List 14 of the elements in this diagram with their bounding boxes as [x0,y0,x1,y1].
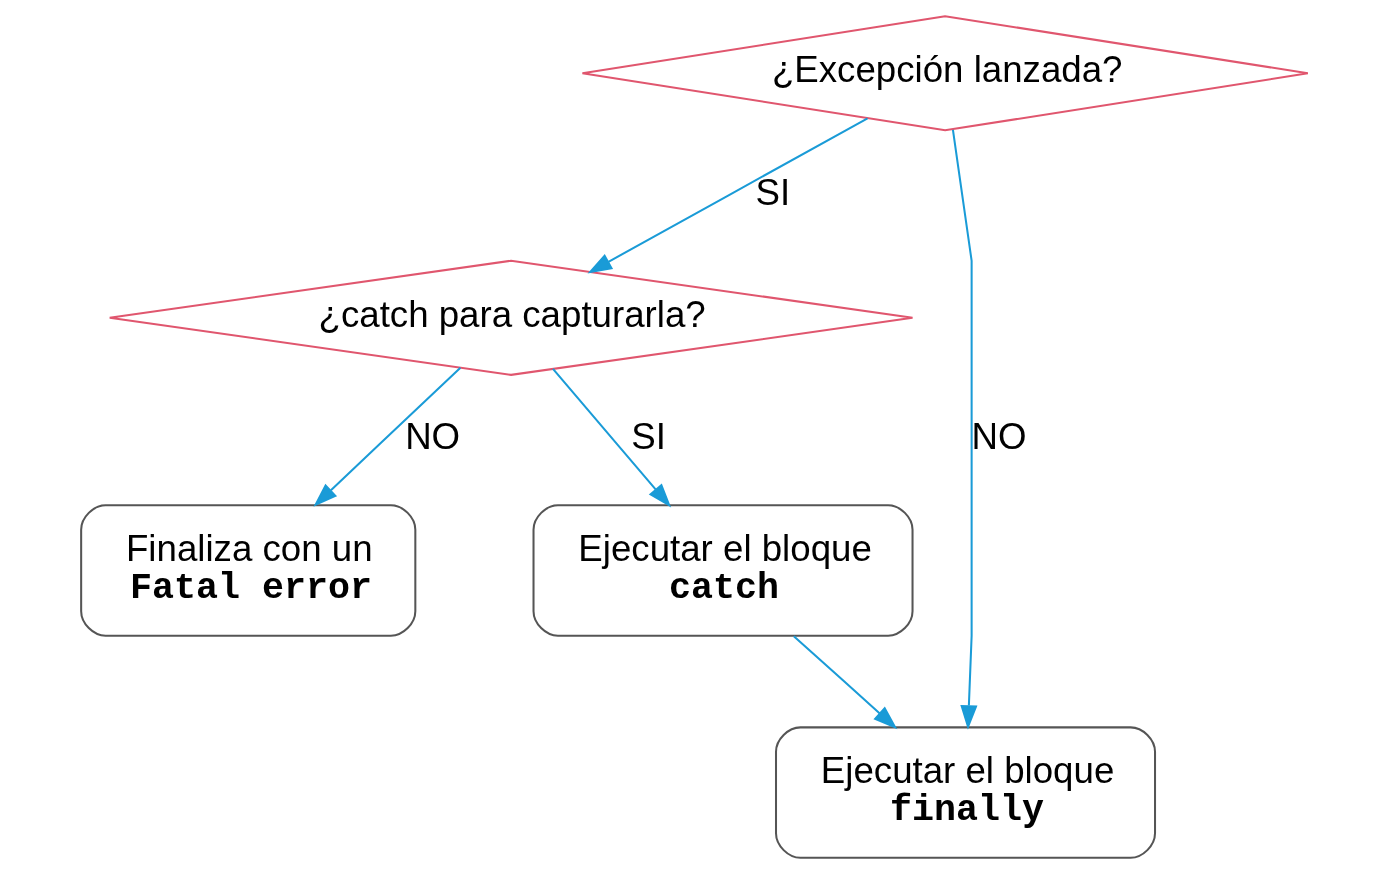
edge-label: SI [630,416,666,458]
node-box: Ejecutar el bloque finally [774,726,1156,859]
arrow [587,117,868,274]
node-diamond: ¿Excepción lanzada? [580,15,1309,132]
arrow [312,367,461,507]
edge-label: NO [971,416,1027,458]
edge-label: SI [755,171,790,213]
arrow [951,129,977,730]
arrow [551,368,671,508]
node-diamond: ¿catch para capturarla? [108,259,914,376]
arrow [792,635,897,730]
node-box: Finaliza con un Fatal error [79,504,416,637]
node-box: Ejecutar el bloque catch [532,504,914,637]
edge-label: NO [404,416,460,458]
